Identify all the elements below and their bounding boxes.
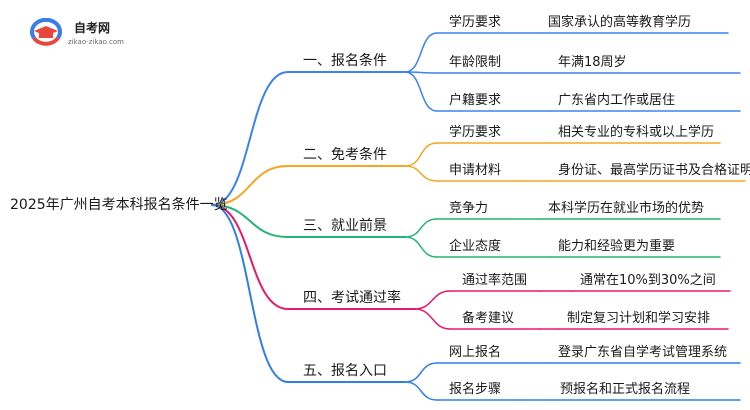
leaf-key: 年龄限制 (449, 55, 502, 70)
leaf-connector (404, 32, 438, 73)
leaf-connector (404, 165, 438, 182)
leaf-connector (414, 308, 451, 330)
leaf-value: 相关专业的专科或以上学历 (558, 125, 715, 140)
logo-subtitle: zikao-zikao.com (68, 38, 124, 46)
leaf-connector (404, 142, 438, 167)
leaf-value: 预报名和正式报名流程 (560, 382, 691, 397)
root-branch-connector (211, 165, 289, 206)
leaf-key: 学历要求 (449, 125, 502, 140)
leaf-connector (404, 236, 438, 258)
leaf-key: 通过率范围 (462, 273, 528, 288)
root-branch-connector (211, 71, 289, 206)
leaf-connector (414, 290, 451, 310)
branch-label: 五、报名入口 (303, 363, 387, 379)
leaf-key: 网上报名 (449, 345, 502, 360)
leaf-key: 企业态度 (449, 239, 502, 254)
leaf-value: 通常在10%到30%之间 (580, 273, 716, 288)
leaf-key: 竞争力 (449, 201, 489, 216)
leaf-value: 本科学历在就业市场的优势 (548, 201, 705, 216)
leaf-value: 身份证、最高学历证书及合格证明 (558, 163, 750, 178)
branch-label: 三、就业前景 (303, 218, 387, 234)
branch-label: 四、考试通过率 (303, 290, 401, 306)
leaf-value: 年满18周岁 (558, 55, 627, 70)
branch-label: 一、报名条件 (303, 53, 387, 69)
root-branch-connector (211, 204, 289, 383)
leaf-value: 登录广东省自学考试管理系统 (558, 345, 728, 360)
site-logo: 自考网 zikao-zikao.com (28, 14, 128, 54)
leaf-connector (404, 218, 438, 238)
branch-label: 二、免考条件 (303, 147, 387, 163)
leaf-key: 户籍要求 (449, 93, 502, 108)
root-branch-connector (211, 204, 289, 310)
leaf-connector (404, 362, 438, 383)
root-branch-connector (211, 204, 289, 238)
leaf-key: 报名步骤 (449, 382, 502, 397)
leaf-key: 学历要求 (449, 15, 502, 30)
leaf-value: 能力和经验更为重要 (558, 239, 676, 254)
leaf-value: 国家承认的高等教育学历 (548, 15, 692, 30)
leaf-value: 制定复习计划和学习安排 (567, 311, 711, 326)
leaf-key: 申请材料 (449, 163, 502, 178)
leaf-value: 广东省内工作或居住 (558, 93, 676, 108)
leaf-connector (404, 71, 438, 112)
leaf-key: 备考建议 (462, 311, 515, 326)
graduation-cap-icon (30, 18, 62, 46)
leaf-connector (404, 381, 438, 401)
logo-title: 自考网 (74, 21, 111, 35)
root-topic: 2025年广州自考本科报名条件一览 (10, 197, 228, 213)
